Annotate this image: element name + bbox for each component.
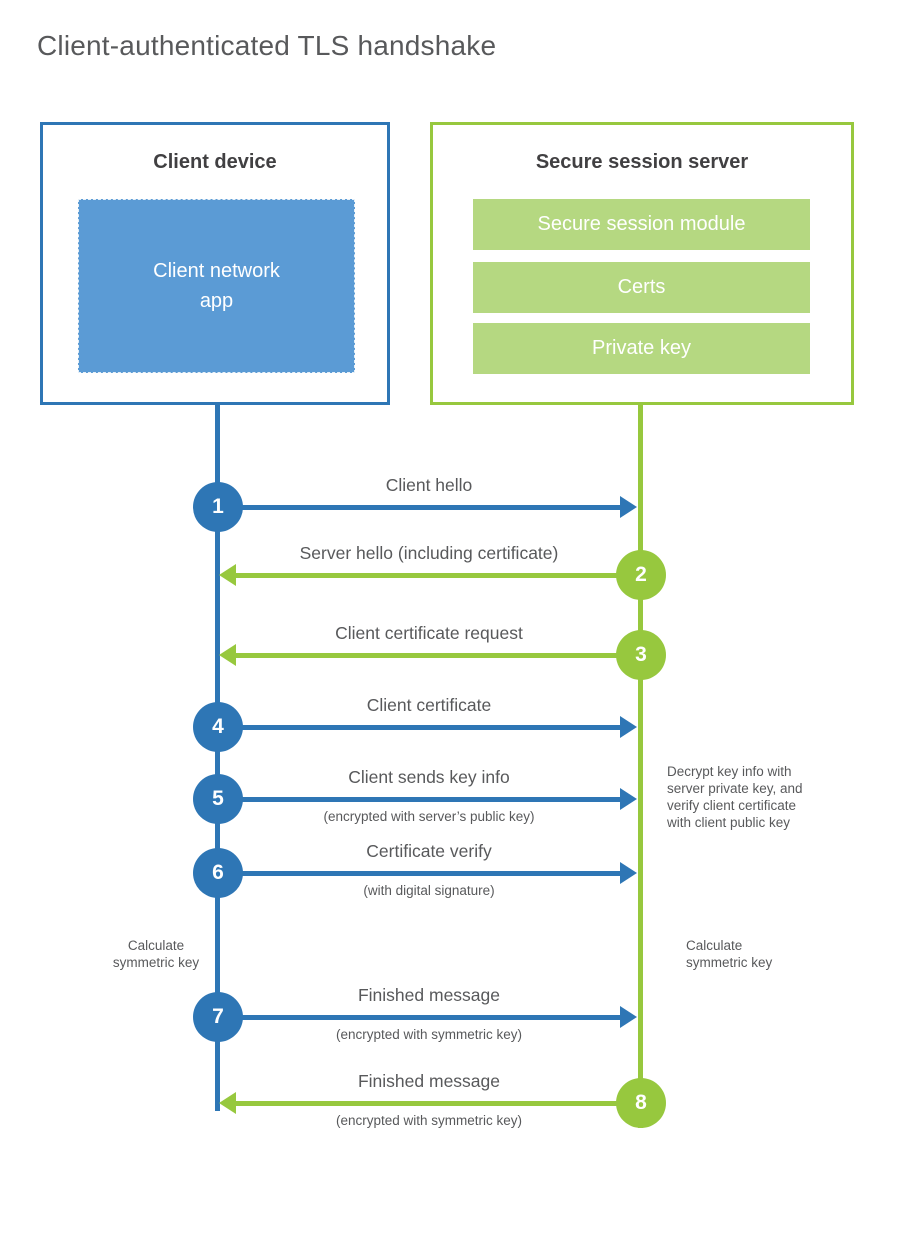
arrowhead-right-icon bbox=[620, 496, 637, 518]
step-circle: 1 bbox=[193, 482, 243, 532]
message-label: Client certificate request bbox=[335, 623, 523, 643]
diagram-title: Client-authenticated TLS handshake bbox=[37, 30, 497, 61]
arrowhead-left-icon bbox=[219, 564, 236, 586]
message-label: Client sends key info bbox=[348, 767, 510, 787]
message-arrow bbox=[236, 1101, 640, 1106]
client-network-app-box: Client network app bbox=[78, 199, 355, 373]
server-lifeline bbox=[638, 405, 643, 1128]
note-line: server private key, and bbox=[667, 781, 803, 796]
message-arrow bbox=[218, 1015, 621, 1020]
server-module-private-key: Private key bbox=[473, 323, 810, 374]
message-arrow bbox=[218, 871, 621, 876]
step-number: 7 bbox=[212, 1005, 224, 1028]
client-lifeline bbox=[215, 405, 220, 1111]
client-device-box: Client device Client network app bbox=[40, 122, 390, 405]
client-app-label-line2: app bbox=[199, 290, 234, 312]
message-sublabel: (with digital signature) bbox=[363, 883, 495, 898]
server-module-secure-session: Secure session module bbox=[473, 199, 810, 250]
message-sublabel: (encrypted with server’s public key) bbox=[323, 809, 535, 824]
note-line: Decrypt key info with bbox=[667, 764, 792, 779]
message-arrow bbox=[218, 797, 621, 802]
step-circle: 4 bbox=[193, 702, 243, 752]
step-circle: 3 bbox=[616, 630, 666, 680]
message-sublabel: (encrypted with symmetric key) bbox=[335, 1113, 523, 1128]
note-calculate-symmetric-key-client: Calculate symmetric key bbox=[112, 938, 200, 970]
message-sublabel: (encrypted with symmetric key) bbox=[335, 1027, 523, 1042]
step-number: 5 bbox=[212, 787, 224, 810]
server-title: Secure session server bbox=[535, 151, 749, 173]
step-circle: 6 bbox=[193, 848, 243, 898]
arrowhead-left-icon bbox=[219, 1092, 236, 1114]
step-number: 1 bbox=[212, 495, 224, 518]
message-label: Certificate verify bbox=[366, 841, 492, 861]
step-circle: 2 bbox=[616, 550, 666, 600]
message-label: Client certificate bbox=[366, 695, 492, 715]
message-arrow bbox=[236, 573, 640, 578]
message-label: Server hello (including certificate) bbox=[299, 543, 559, 563]
secure-session-server-box: Secure session server Secure session mod… bbox=[430, 122, 854, 405]
message-arrow bbox=[218, 505, 621, 510]
client-device-title: Client device bbox=[153, 151, 277, 173]
step-circle: 5 bbox=[193, 774, 243, 824]
step-number: 4 bbox=[212, 715, 224, 738]
note-decrypt-key-info: Decrypt key info with server private key… bbox=[667, 763, 837, 831]
step-number: 6 bbox=[212, 861, 224, 884]
arrowhead-right-icon bbox=[620, 862, 637, 884]
arrowhead-right-icon bbox=[620, 716, 637, 738]
message-label: Finished message bbox=[357, 985, 501, 1005]
step-number: 8 bbox=[635, 1091, 647, 1114]
arrowhead-right-icon bbox=[620, 788, 637, 810]
note-line: verify client certificate bbox=[667, 798, 797, 813]
client-app-label-line1: Client network bbox=[153, 260, 280, 282]
step-number: 3 bbox=[635, 643, 647, 666]
message-label: Finished message bbox=[357, 1071, 501, 1091]
message-arrow bbox=[236, 653, 640, 658]
message-arrow bbox=[218, 725, 621, 730]
step-circle: 8 bbox=[616, 1078, 666, 1128]
step-number: 2 bbox=[635, 563, 647, 586]
arrowhead-left-icon bbox=[219, 644, 236, 666]
note-calculate-symmetric-key-server: Calculate symmetric key bbox=[686, 938, 773, 970]
note-line: with client public key bbox=[667, 815, 791, 830]
step-circle: 7 bbox=[193, 992, 243, 1042]
server-module-certs: Certs bbox=[473, 262, 810, 313]
message-label: Client hello bbox=[385, 475, 473, 495]
arrowhead-right-icon bbox=[620, 1006, 637, 1028]
